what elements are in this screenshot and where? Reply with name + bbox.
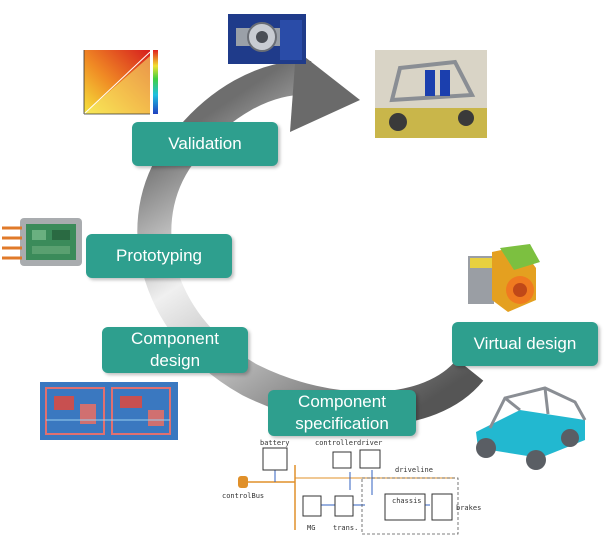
- mg-block: [302, 495, 322, 517]
- machining-photo: [228, 14, 306, 64]
- component-design-label-line1: Component: [131, 329, 219, 348]
- chassis-label: chassis: [392, 497, 422, 505]
- virtual-design-label: Virtual design: [473, 334, 577, 353]
- control-bus-connector: [238, 476, 248, 488]
- component-design-label-line2: design: [149, 351, 201, 370]
- battery-label: battery: [260, 439, 290, 447]
- cad-chassis-image: [476, 386, 587, 470]
- brakes-block: [431, 493, 453, 521]
- contour-plot-thumbnail: [83, 50, 158, 115]
- validation-label: Validation: [168, 134, 242, 153]
- control-bus-label: controlBus: [222, 492, 264, 500]
- trans-label: trans.: [333, 524, 358, 532]
- prototyping-label: Prototyping: [116, 246, 202, 265]
- pcb-layout-image: [40, 382, 178, 440]
- cad-motor-image: [468, 244, 540, 312]
- test-rig-photo: [375, 50, 487, 138]
- system-model-diagram: battery controller driver driveline chas…: [222, 439, 481, 535]
- validation-step: Validation: [132, 122, 278, 166]
- driver-block: [359, 449, 381, 469]
- controller-block: [332, 451, 352, 469]
- component-specification-step: Component specification: [268, 390, 416, 436]
- component-specification-label-line2: specification: [295, 414, 389, 433]
- mg-label: MG: [307, 524, 315, 532]
- brakes-label: brakes: [456, 504, 481, 512]
- component-design-step: Component design: [102, 327, 248, 373]
- driver-label: driver: [357, 439, 382, 447]
- battery-block: [262, 447, 288, 471]
- arrow-head-icon: [290, 50, 360, 132]
- prototyping-step: Prototyping: [86, 234, 232, 278]
- component-specification-label-line1: Component: [298, 392, 386, 411]
- power-module-photo: [2, 218, 82, 266]
- trans-block: [334, 495, 354, 517]
- controller-label: controller: [315, 439, 357, 447]
- driveline-label: driveline: [395, 466, 433, 474]
- chassis-block: [384, 493, 426, 521]
- virtual-design-step: Virtual design: [452, 322, 598, 366]
